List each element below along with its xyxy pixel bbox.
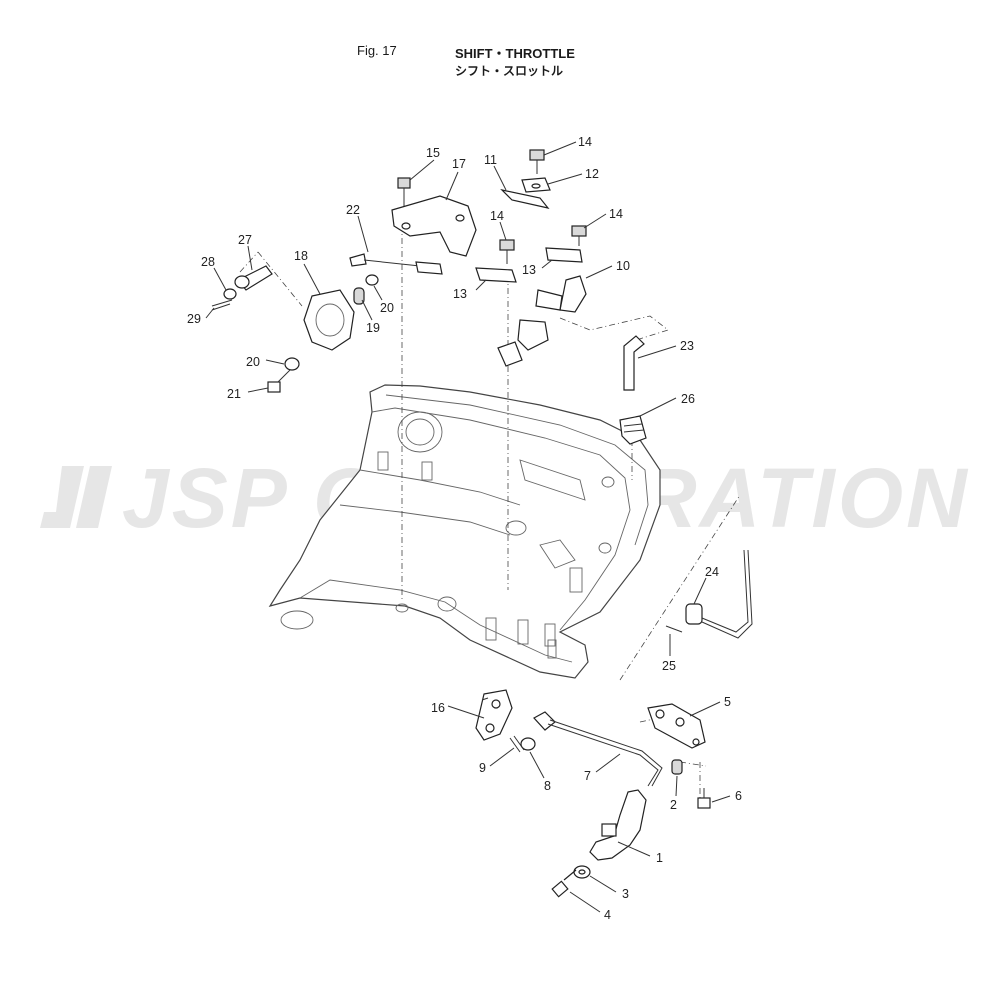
part-17-bracket [391, 195, 477, 257]
part-29-cotter-pin [211, 299, 233, 311]
part-23-hose [623, 335, 645, 391]
part-9-cotter-pin [509, 735, 525, 753]
lower-cowling-frame [268, 384, 661, 679]
figure-number: Fig. 17 [357, 43, 397, 58]
part-19-collar [353, 287, 365, 305]
part-14-bolt-b [499, 239, 515, 264]
page-title-japanese: シフト・スロットル [455, 64, 564, 78]
callout-23: 23 [680, 339, 694, 353]
part-21-bolt [267, 369, 291, 393]
callout-27: 27 [238, 233, 252, 247]
part-25-pin [665, 625, 683, 633]
callout-6: 6 [735, 789, 742, 803]
part-20-washer-b [284, 357, 300, 371]
part-20-washer-a [365, 274, 379, 286]
callout-4: 4 [604, 908, 611, 922]
callout-8: 8 [544, 779, 551, 793]
part-10-shift-link [497, 275, 587, 367]
callout-7: 7 [584, 769, 591, 783]
callout-leaders [205, 141, 731, 913]
callout-10: 10 [616, 259, 630, 273]
callout-12: 12 [585, 167, 599, 181]
callout-13a: 13 [453, 287, 467, 301]
callout-19: 19 [366, 321, 380, 335]
callout-14c: 14 [609, 207, 623, 221]
callout-21: 21 [227, 387, 241, 401]
callout-5: 5 [724, 695, 731, 709]
part-14-bolt-c [571, 225, 587, 246]
page-title: SHIFT・THROTTLE [455, 46, 575, 61]
part-6-bolt [697, 788, 711, 809]
part-15-bolt [397, 177, 411, 206]
callout-29: 29 [187, 312, 201, 326]
callout-labels: 1 2 3 4 5 6 7 8 9 10 11 12 13 13 14 14 1… [187, 135, 742, 922]
part-27-link-joint [234, 265, 273, 291]
callout-1: 1 [656, 851, 663, 865]
part-1-shift-lever [589, 789, 647, 861]
callout-26: 26 [681, 392, 695, 406]
part-26-grommet [619, 415, 647, 445]
part-2-collar [671, 759, 683, 775]
callout-14a: 14 [578, 135, 592, 149]
callout-3: 3 [622, 887, 629, 901]
callout-13b: 13 [522, 263, 536, 277]
callout-17: 17 [452, 157, 466, 171]
callout-14b: 14 [490, 209, 504, 223]
callout-16: 16 [431, 701, 445, 715]
callout-25: 25 [662, 659, 676, 673]
part-11-plate [500, 188, 550, 209]
callout-24: 24 [705, 565, 719, 579]
callout-20a: 20 [380, 301, 394, 315]
callout-20b: 20 [246, 355, 260, 369]
part-13-plate-b [545, 247, 583, 263]
part-4-bolt [551, 869, 577, 898]
part-12-clamp [521, 177, 551, 193]
part-7-shift-rod [533, 711, 663, 787]
part-3-washer [573, 865, 591, 879]
callout-15: 15 [426, 146, 440, 160]
callout-28: 28 [201, 255, 215, 269]
part-14-bolt-a [529, 149, 545, 174]
part-5-bracket [647, 703, 706, 749]
callout-11: 11 [484, 153, 497, 167]
callout-9: 9 [479, 761, 486, 775]
part-13-plate-a [475, 267, 517, 283]
callout-22: 22 [346, 203, 360, 217]
part-16-cam-plate [475, 689, 513, 741]
part-22-throttle-link [349, 253, 443, 275]
part-28-washer [223, 288, 237, 300]
callout-18: 18 [294, 249, 308, 263]
part-8-washer [520, 737, 536, 751]
part-18-throttle-cam [303, 289, 355, 351]
callout-2: 2 [670, 798, 677, 812]
